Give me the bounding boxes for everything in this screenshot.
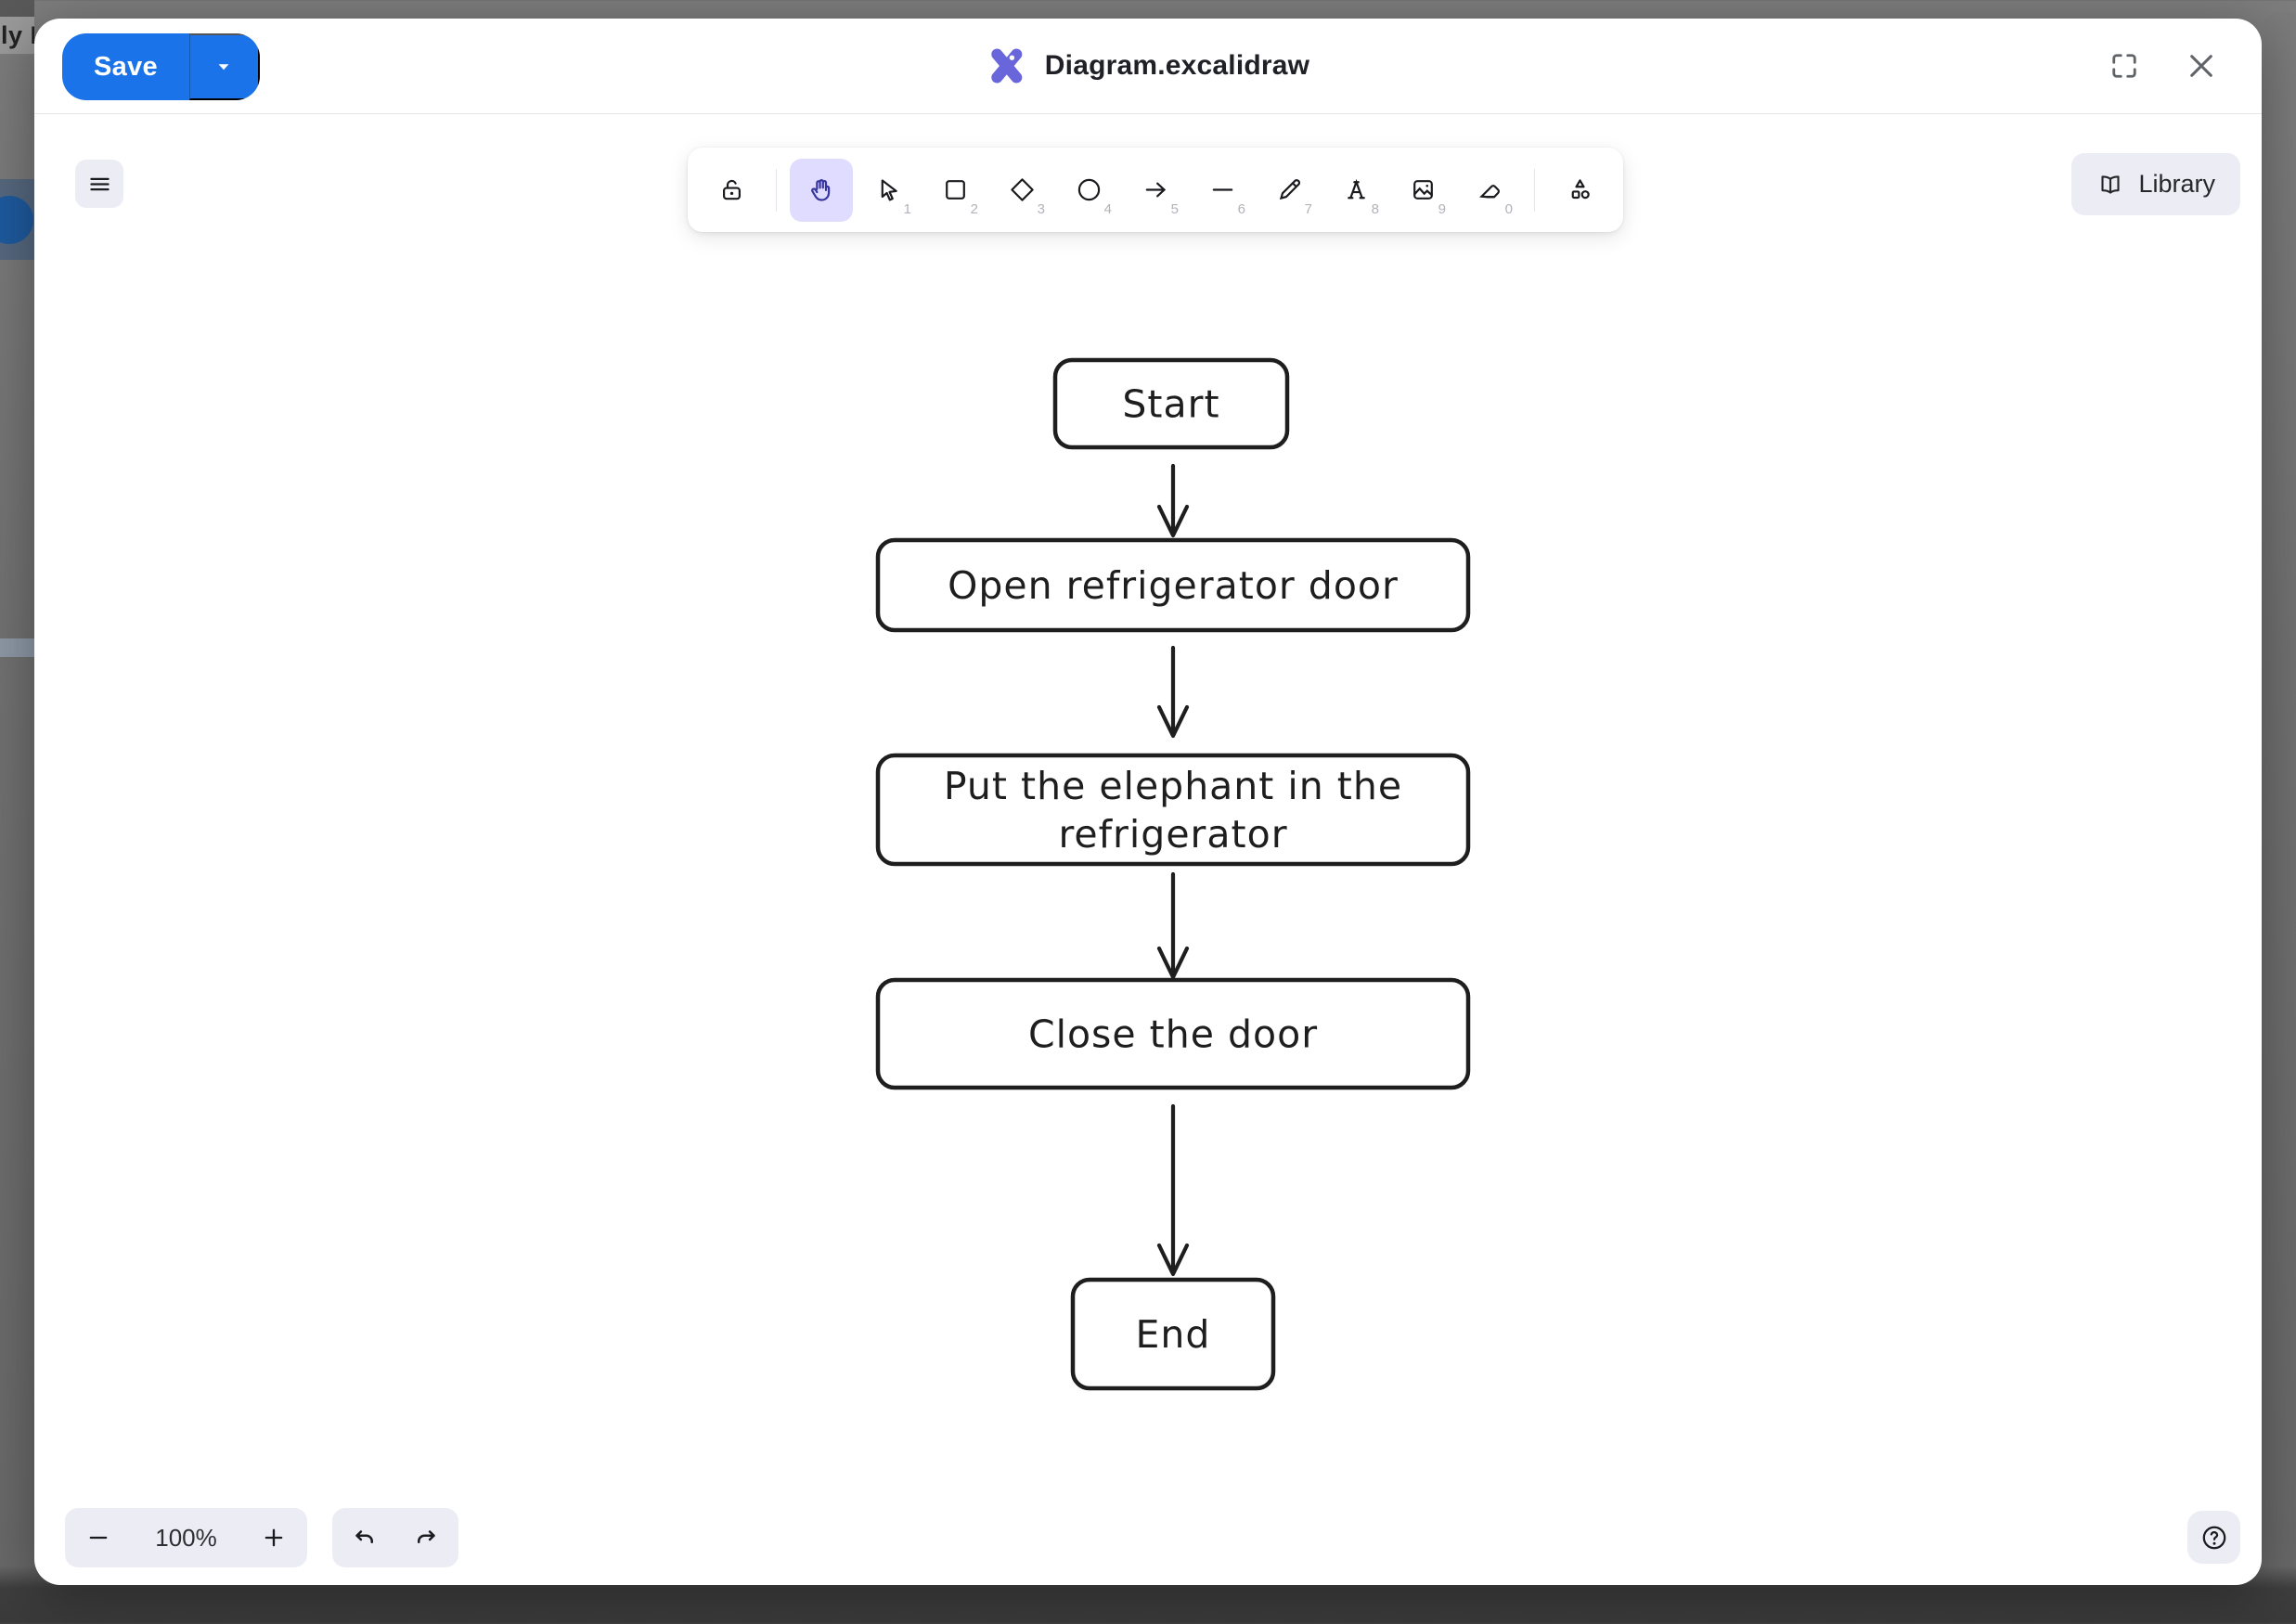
flowchart-node-close-door[interactable]: Close the door: [875, 977, 1471, 1090]
excalidraw-editor-modal: Save Diagram.excalidraw: [34, 19, 2262, 1585]
eraser-icon: [1478, 185, 1500, 199]
save-options-button[interactable]: [188, 33, 260, 100]
image-icon: [1412, 180, 1433, 200]
zoom-control: 100%: [65, 1508, 307, 1567]
main-menu-button[interactable]: [75, 160, 123, 208]
library-button-label: Library: [2138, 170, 2215, 198]
hand-icon: [810, 179, 830, 201]
minus-icon: [89, 1536, 108, 1540]
flowchart-node-label: End: [1136, 1312, 1211, 1357]
tool-shortcut: 7: [1304, 200, 1312, 217]
tool-shortcut: 4: [1103, 200, 1112, 217]
toolbar-separator: [776, 168, 777, 212]
tool-shortcut: 5: [1170, 200, 1179, 217]
tool-ellipse[interactable]: 4: [1057, 159, 1120, 222]
background-page-ghost-button: [2264, 82, 2296, 135]
tool-shortcut: 8: [1371, 200, 1379, 217]
close-button[interactable]: [2184, 48, 2219, 84]
save-button-label: Save: [94, 51, 158, 82]
tool-shortcut: 3: [1037, 200, 1045, 217]
flowchart-node-label: Open refrigerator door: [948, 563, 1399, 608]
save-button[interactable]: Save: [62, 33, 189, 100]
save-split-button: Save: [62, 33, 260, 100]
tool-shortcut: 1: [903, 200, 911, 217]
flowchart-node-open-door[interactable]: Open refrigerator door: [875, 537, 1471, 633]
background-page-ghost-button: [2264, 13, 2296, 74]
help-button[interactable]: [2187, 1511, 2240, 1564]
tool-image[interactable]: 9: [1391, 159, 1454, 222]
arrow-icon: [1145, 182, 1166, 198]
tool-draw[interactable]: 7: [1258, 159, 1321, 222]
excalidraw-logo-icon: [991, 48, 1023, 84]
background-page-row: [0, 638, 34, 657]
background-page-title-fragment: ly F: [0, 17, 34, 54]
tool-shapes[interactable]: [1548, 159, 1611, 222]
selection-icon: [881, 179, 897, 201]
fullscreen-button[interactable]: [2108, 49, 2141, 83]
book-icon: [2101, 174, 2121, 194]
caret-down-icon: [219, 64, 229, 71]
document-title: Diagram.excalidraw: [1044, 50, 1310, 81]
rectangle-icon: [945, 180, 965, 200]
tool-lock[interactable]: [700, 159, 763, 222]
diamond-icon: [1010, 178, 1034, 201]
flowchart-node-label: Close the door: [1028, 1012, 1318, 1056]
library-button[interactable]: Library: [2071, 153, 2240, 215]
flowchart-node-start[interactable]: Start: [1052, 357, 1290, 450]
hamburger-menu-icon: [89, 177, 110, 190]
close-icon: [2190, 55, 2212, 77]
undo-button[interactable]: [332, 1508, 395, 1567]
lock-icon: [722, 179, 741, 200]
tool-line[interactable]: 6: [1191, 159, 1254, 222]
modal-header: Save Diagram.excalidraw: [34, 19, 2262, 114]
zoom-in-button[interactable]: [240, 1508, 307, 1567]
redo-button[interactable]: [395, 1508, 458, 1567]
flowchart-arrow[interactable]: [1156, 871, 1190, 980]
line-icon: [1212, 188, 1232, 191]
tool-selection[interactable]: 1: [857, 159, 920, 222]
tool-hand[interactable]: [790, 158, 853, 222]
zoom-out-button[interactable]: [65, 1508, 132, 1567]
ellipse-icon: [1077, 178, 1100, 201]
tool-shortcut: 9: [1438, 200, 1446, 217]
flowchart-arrow[interactable]: [1156, 645, 1190, 739]
background-page-topbar: [0, 0, 34, 17]
toolbar-separator: [1534, 168, 1535, 212]
flowchart-arrow[interactable]: [1156, 1103, 1190, 1277]
flowchart-arrow[interactable]: [1156, 463, 1190, 538]
draw-icon: [1279, 179, 1300, 200]
tool-diamond[interactable]: 3: [990, 159, 1053, 222]
flowchart-node-end[interactable]: End: [1070, 1277, 1276, 1391]
fullscreen-icon: [2112, 54, 2136, 78]
text-icon: [1347, 179, 1365, 200]
flowchart-node-label: Start: [1122, 381, 1219, 426]
tool-shortcut: 0: [1504, 200, 1513, 217]
undo-icon: [355, 1530, 373, 1543]
zoom-level[interactable]: 100%: [155, 1523, 217, 1552]
shapes-icon: [1571, 179, 1590, 200]
tool-text[interactable]: 8: [1324, 159, 1387, 222]
tool-shortcut: 6: [1237, 200, 1245, 217]
redo-icon: [418, 1530, 435, 1543]
window-controls: [2108, 48, 2219, 84]
tool-rectangle[interactable]: 2: [923, 159, 987, 222]
tool-eraser[interactable]: 0: [1458, 159, 1521, 222]
question-mark-icon: [2202, 1526, 2225, 1549]
history-control: [332, 1508, 458, 1567]
tool-island: 1 2 3 4 5 6 7 8 9 0: [688, 148, 1623, 232]
tool-arrow[interactable]: 5: [1124, 159, 1187, 222]
background-page-divider: [0, 54, 34, 56]
document-title-area: Diagram.excalidraw: [987, 45, 1309, 86]
plus-icon: [264, 1528, 283, 1547]
tool-shortcut: 2: [970, 200, 978, 217]
